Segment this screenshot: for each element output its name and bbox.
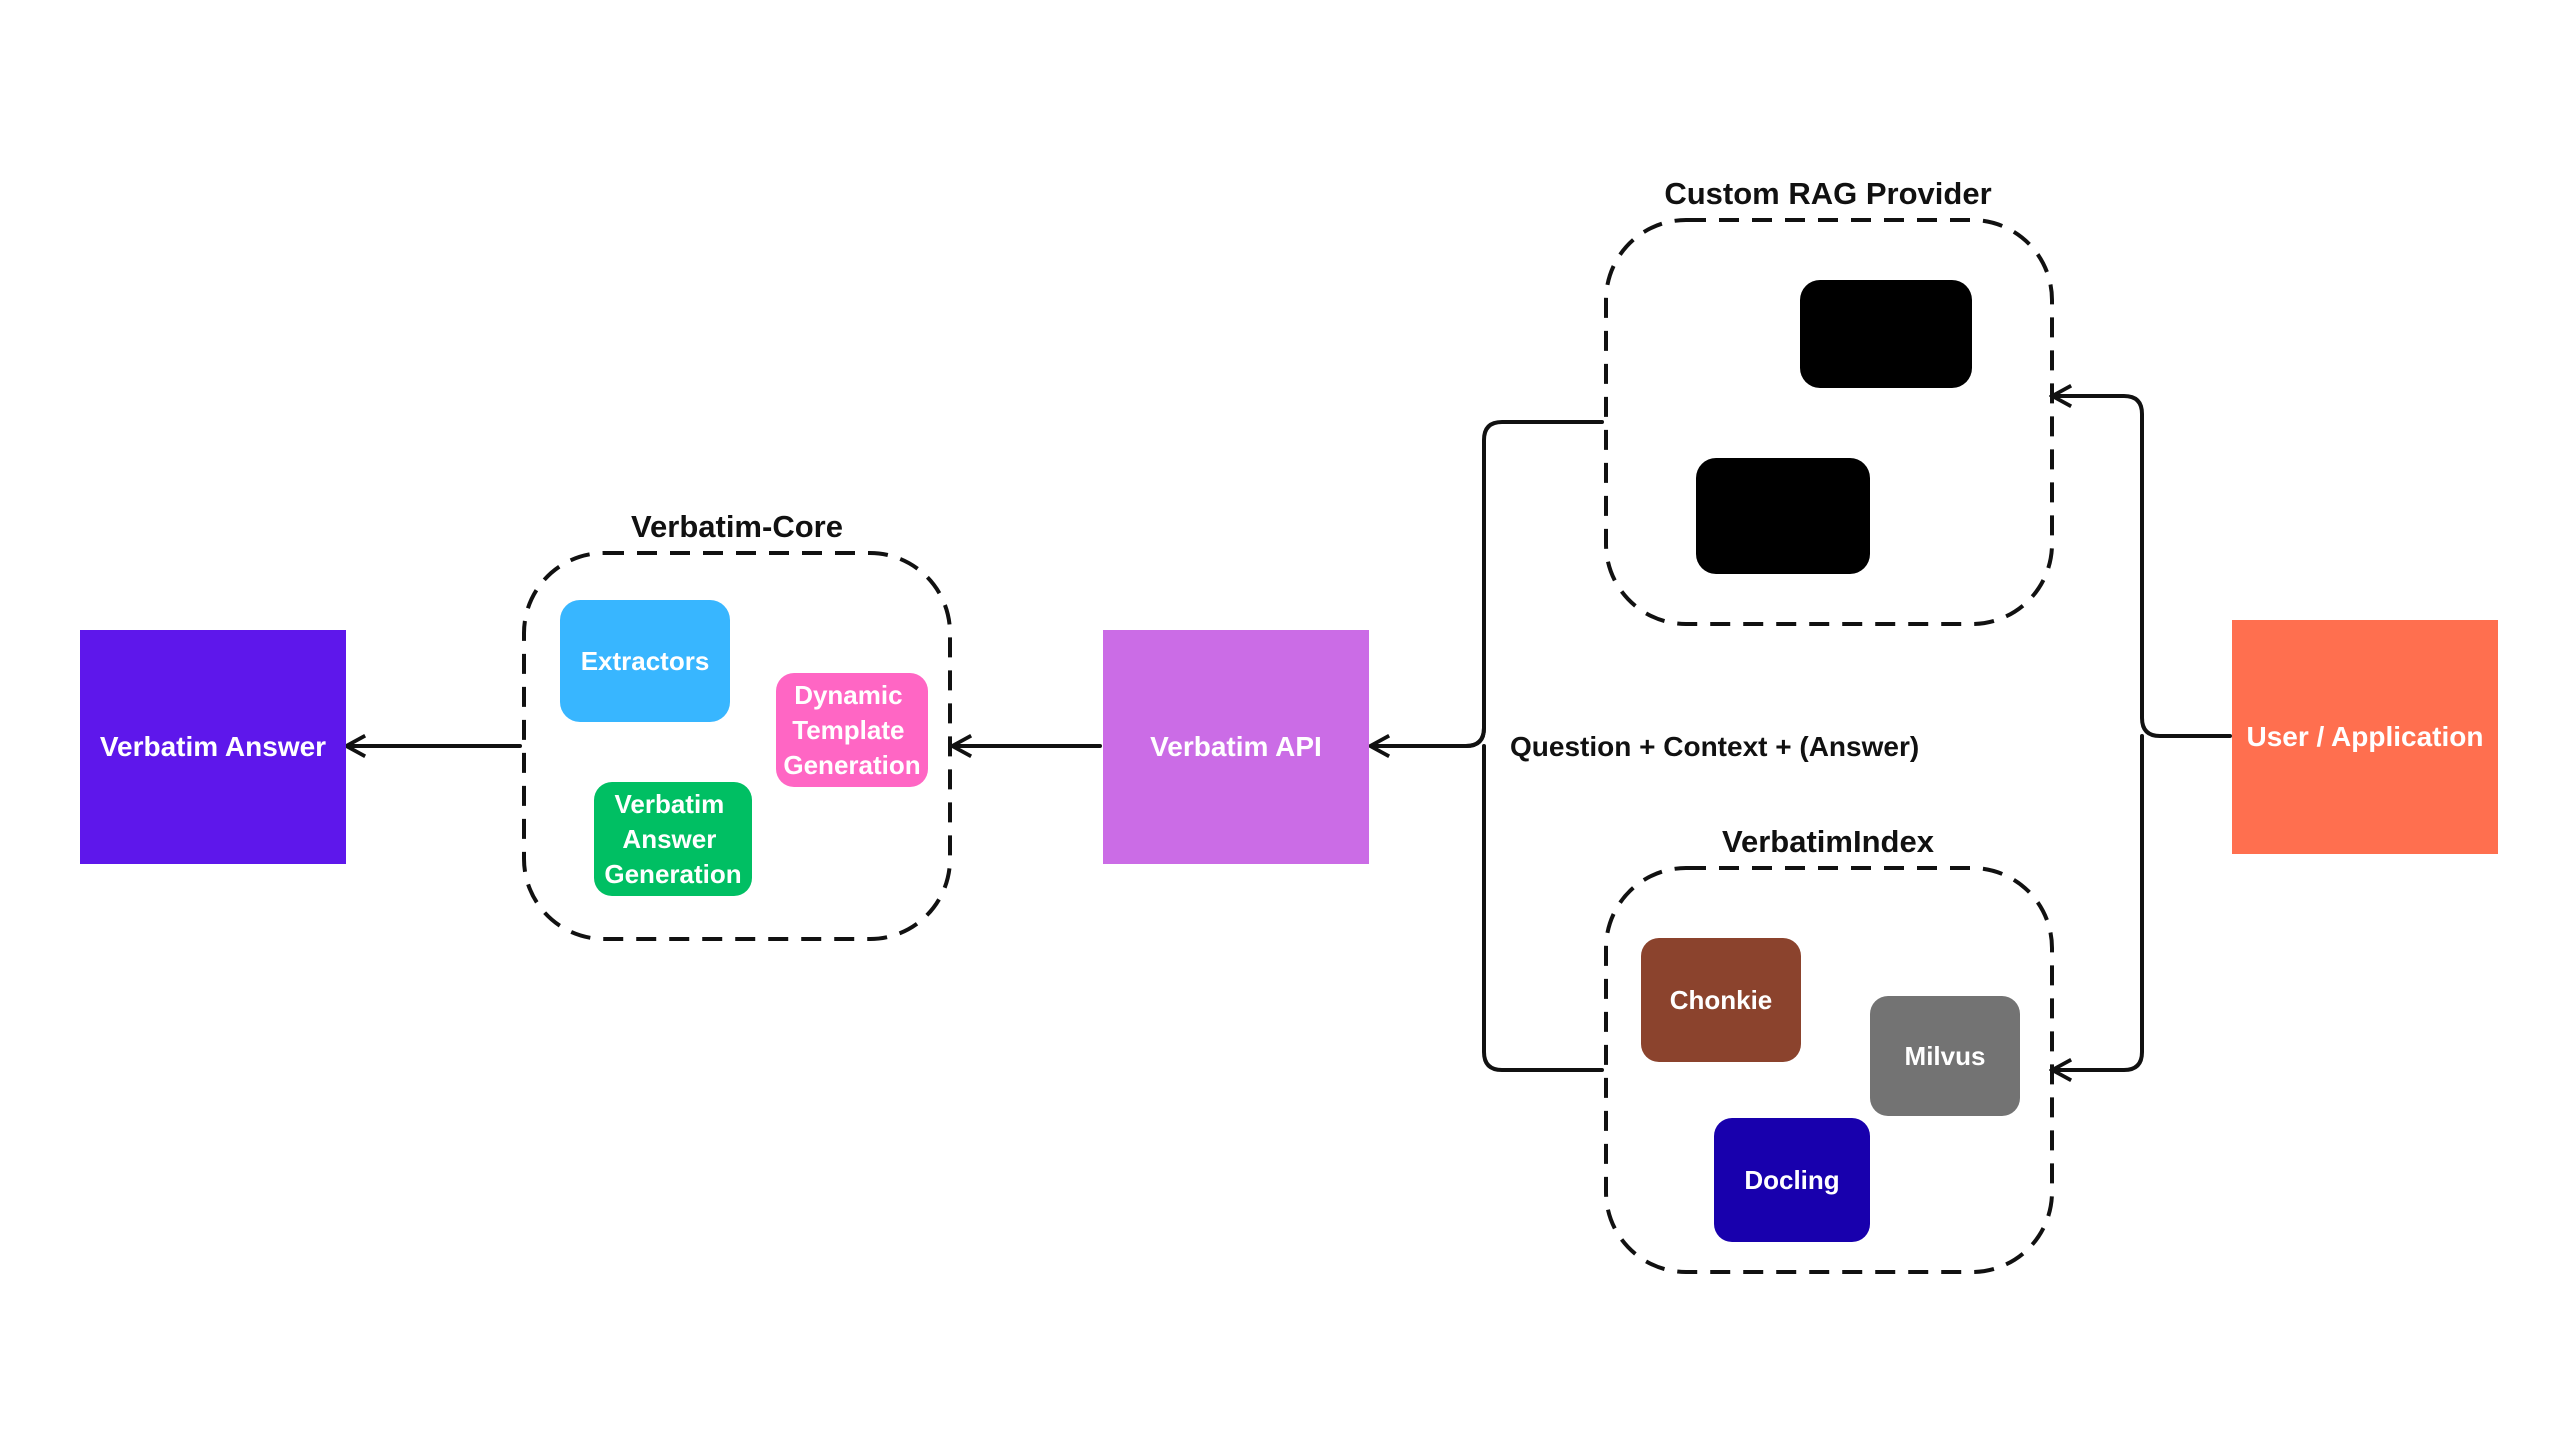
dynamic-template-line-2: Template <box>792 715 904 745</box>
extractors-label: Extractors <box>581 646 710 676</box>
custom-rag-container <box>1604 218 2054 626</box>
verbatim-answer-label: Verbatim Answer <box>100 731 326 762</box>
answer-generation-line-2: Answer <box>622 824 716 854</box>
user-application-label: User / Application <box>2246 721 2483 752</box>
verbatim-index-container <box>1604 866 2054 1274</box>
verbatim-answer-node: Verbatim Answer <box>80 630 346 864</box>
verbatim-api-label: Verbatim API <box>1150 731 1322 762</box>
verbatim-core-title: Verbatim-Core <box>631 509 843 544</box>
answer-generation-label: Verbatim Answer Generation <box>604 789 741 889</box>
dynamic-template-box <box>776 673 928 787</box>
user-application-node: User / Application <box>2232 620 2498 854</box>
verbatim-core-container <box>522 551 952 941</box>
verbatim-index-group: VerbatimIndex Chonkie Milvus Docling <box>1604 824 2054 1274</box>
docling-box <box>1714 1118 1870 1242</box>
redacted-box-2 <box>1696 458 1870 574</box>
milvus-label: Milvus <box>1905 1041 1986 1071</box>
dynamic-template-line-3: Generation <box>783 750 920 780</box>
custom-rag-title: Custom RAG Provider <box>1664 176 1991 211</box>
brace-user-to-providers <box>2060 394 2232 1072</box>
verbatim-core-group: Verbatim-Core Extractors Dynamic Templat… <box>522 509 952 941</box>
chonkie-box <box>1641 938 1801 1062</box>
verbatim-index-title: VerbatimIndex <box>1722 824 1935 859</box>
answer-generation-box <box>594 782 752 896</box>
brace-tip-upper <box>1464 726 1486 748</box>
verbatim-api-box <box>1103 630 1369 864</box>
milvus-box <box>1870 996 2020 1116</box>
extractors-box <box>560 600 730 722</box>
chonkie-label: Chonkie <box>1670 985 1773 1015</box>
verbatim-answer-box <box>80 630 346 864</box>
dynamic-template-line-1: Dynamic <box>794 680 902 710</box>
docling-label: Docling <box>1744 1165 1839 1195</box>
answer-generation-line-1: Verbatim <box>614 789 724 819</box>
answer-generation-line-3: Generation <box>604 859 741 889</box>
user-application-box <box>2232 620 2498 854</box>
dynamic-template-label: Dynamic Template Generation <box>783 680 920 780</box>
verbatim-api-node: Verbatim API <box>1103 630 1369 864</box>
custom-rag-group: Custom RAG Provider <box>1604 176 2054 626</box>
redacted-box-1 <box>1800 280 1972 388</box>
edge-label: Question + Context + (Answer) <box>1510 731 1919 762</box>
